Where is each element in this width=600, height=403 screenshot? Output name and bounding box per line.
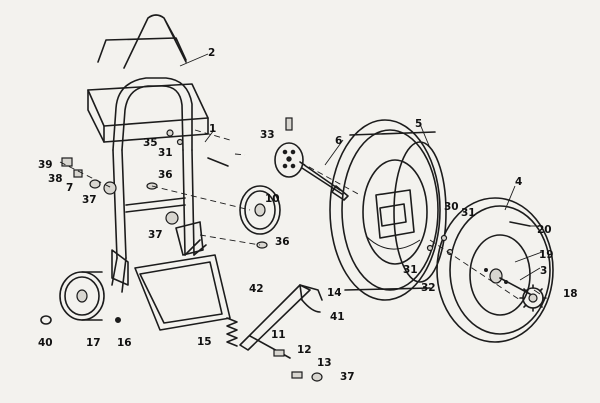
tool-tray — [87, 37, 209, 143]
callout-31: 31 — [461, 207, 476, 219]
callout-31: 31 — [158, 147, 173, 159]
callout-4: 4 — [515, 176, 522, 188]
callout-11: 11 — [271, 329, 286, 341]
callout-19: 19 — [539, 249, 554, 261]
callout-labels: 2 1 33 35 31 6 5 4 39 38 7 37 36 10 37 3… — [38, 47, 578, 383]
callout-13: 13 — [317, 357, 332, 369]
callout-39: 39 — [38, 159, 53, 171]
fastener-parts — [40, 117, 531, 382]
callout-12: 12 — [297, 344, 312, 356]
callout-15: 15 — [197, 336, 212, 348]
drive-hub-plate — [274, 142, 349, 201]
callout-5: 5 — [415, 118, 422, 130]
callout-37: 37 — [148, 229, 163, 241]
sprocket — [519, 284, 547, 312]
cart-wheel-right — [239, 185, 281, 235]
callout-37: 37 — [82, 194, 97, 206]
callout-14: 14 — [327, 287, 342, 299]
callout-20: 20 — [537, 224, 552, 236]
callout-38: 38 — [48, 173, 63, 185]
callout-30: 30 — [444, 201, 459, 213]
cart-wheel-left — [59, 271, 105, 321]
spring — [226, 317, 238, 347]
callout-32: 32 — [421, 282, 436, 294]
callout-35: 35 — [143, 137, 158, 149]
callout-40: 40 — [38, 337, 53, 349]
callout-2: 2 — [208, 47, 215, 59]
reel-flange — [436, 197, 554, 343]
callout-36: 36 — [275, 236, 290, 248]
callout-10: 10 — [265, 193, 280, 205]
callout-42: 42 — [249, 283, 264, 295]
callout-18: 18 — [563, 288, 578, 300]
callout-36: 36 — [158, 169, 173, 181]
callout-3: 3 — [540, 265, 547, 277]
callout-37: 37 — [340, 371, 355, 383]
callout-7: 7 — [66, 182, 73, 194]
reel-drum — [329, 119, 447, 301]
callout-6: 6 — [335, 135, 342, 147]
callout-16: 16 — [117, 337, 132, 349]
leader-lines — [179, 53, 543, 295]
callout-1: 1 — [209, 123, 216, 135]
assembly-lines — [59, 129, 521, 301]
callout-33: 33 — [260, 129, 275, 141]
callout-41: 41 — [330, 311, 345, 323]
callout-17: 17 — [86, 337, 101, 349]
callout-31: 31 — [403, 264, 418, 276]
